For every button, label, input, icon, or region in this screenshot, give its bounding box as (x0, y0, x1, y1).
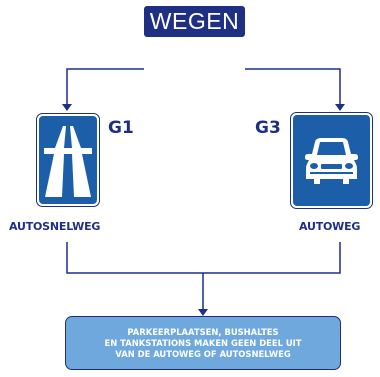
sign-code-g3: G3 (255, 118, 281, 138)
connector-title-to-g1 (66, 68, 144, 104)
arrowhead-g1 (62, 104, 72, 111)
note-line: VAN DE AUTOWEG OF AUTOSNELWEG (115, 348, 291, 359)
sign-code-g1: G1 (108, 118, 134, 138)
arrowhead-g3 (335, 104, 345, 111)
expressway-car-sign-icon (290, 112, 373, 209)
arrowhead-note (198, 309, 208, 316)
connector-title-to-g3 (245, 68, 341, 104)
connector-signs-bracket (66, 242, 341, 274)
note-line: PARKEERPLAATSEN, BUSHALTES (127, 326, 279, 337)
diagram-title: WEGEN (149, 8, 240, 34)
title-box: WEGEN (144, 6, 245, 37)
note-box: PARKEERPLAATSEN, BUSHALTES EN TANKSTATIO… (65, 316, 341, 370)
note-line: EN TANKSTATIONS MAKEN GEEN DEEL UIT (104, 337, 302, 348)
motorway-sign-icon (36, 113, 100, 207)
sign-label-g3: AUTOWEG (299, 220, 361, 233)
sign-label-g1: AUTOSNELWEG (9, 220, 101, 233)
